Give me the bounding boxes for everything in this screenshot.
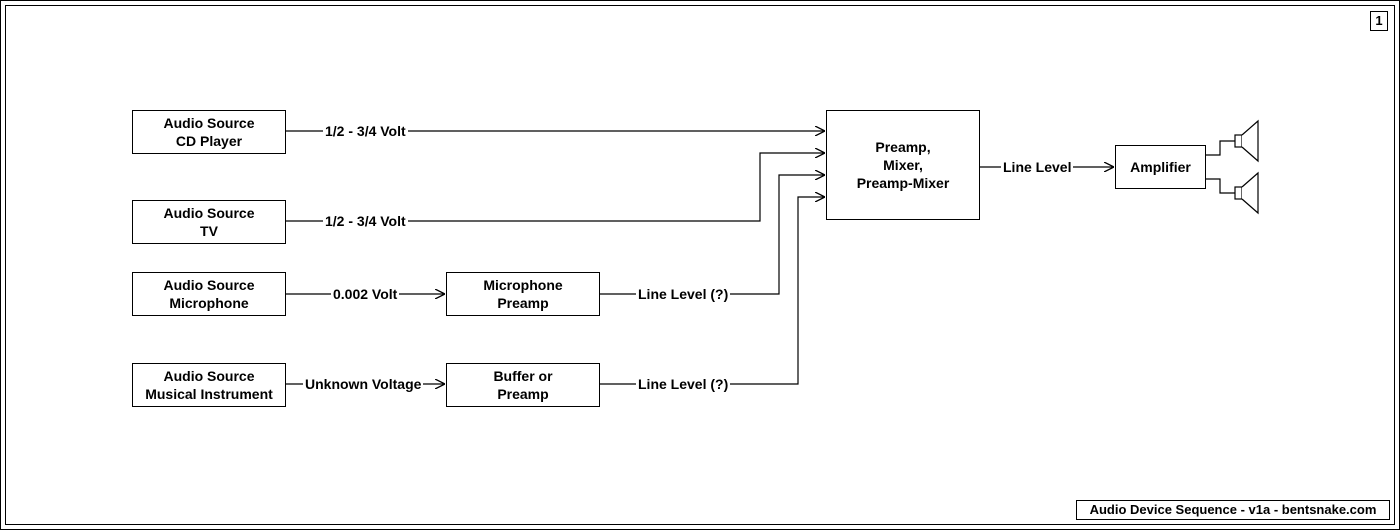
source-label: Audio Source [163,277,255,293]
mixer-line3: Preamp-Mixer [856,175,950,191]
signal-label-cd: 1/2 - 3/4 Volt [323,123,408,139]
amplifier-label: Amplifier [1130,159,1191,175]
mixer-box: Preamp, Mixer, Preamp-Mixer [826,110,980,220]
processor-line2: Preamp [497,295,549,311]
source-label: Audio Source [163,368,255,384]
speaker-icon [1234,119,1259,163]
source-name: Musical Instrument [145,386,273,402]
diagram-caption: Audio Device Sequence - v1a - bentsnake.… [1076,500,1390,520]
signal-label-mic: 0.002 Volt [331,286,400,302]
wire-speaker-top [1205,140,1235,156]
signal-label-buffer-out: Line Level (?) [636,376,731,392]
inner-frame [5,5,1395,525]
mixer-line1: Preamp, [875,139,931,155]
source-microphone: Audio Source Microphone [132,272,286,316]
mixer-line2: Mixer, [883,157,923,173]
source-musical-instrument: Audio Source Musical Instrument [132,363,286,407]
microphone-preamp-box: Microphone Preamp [446,272,600,316]
source-name: CD Player [175,133,243,149]
signal-label-tv: 1/2 - 3/4 Volt [323,213,408,229]
processor-line1: Buffer or [493,368,553,384]
wire-mic-preamp [600,175,825,295]
processor-line1: Microphone [483,277,563,293]
source-label: Audio Source [163,115,255,131]
source-cd-player: Audio Source CD Player [132,110,286,154]
source-tv: Audio Source TV [132,200,286,244]
signal-label-mixer-out: Line Level [1001,159,1074,175]
signal-label-instrument: Unknown Voltage [303,376,424,392]
source-name: Microphone [169,295,249,311]
source-name: TV [200,223,218,239]
page-number: 1 [1370,11,1388,31]
processor-line2: Preamp [497,386,549,402]
speaker-icon [1234,171,1259,215]
source-label: Audio Source [163,205,255,221]
amplifier-box: Amplifier [1115,145,1206,189]
wire-speaker-bottom [1205,178,1235,194]
signal-label-mic-preamp-out: Line Level (?) [636,286,731,302]
wire-tv [286,153,825,222]
buffer-preamp-box: Buffer or Preamp [446,363,600,407]
